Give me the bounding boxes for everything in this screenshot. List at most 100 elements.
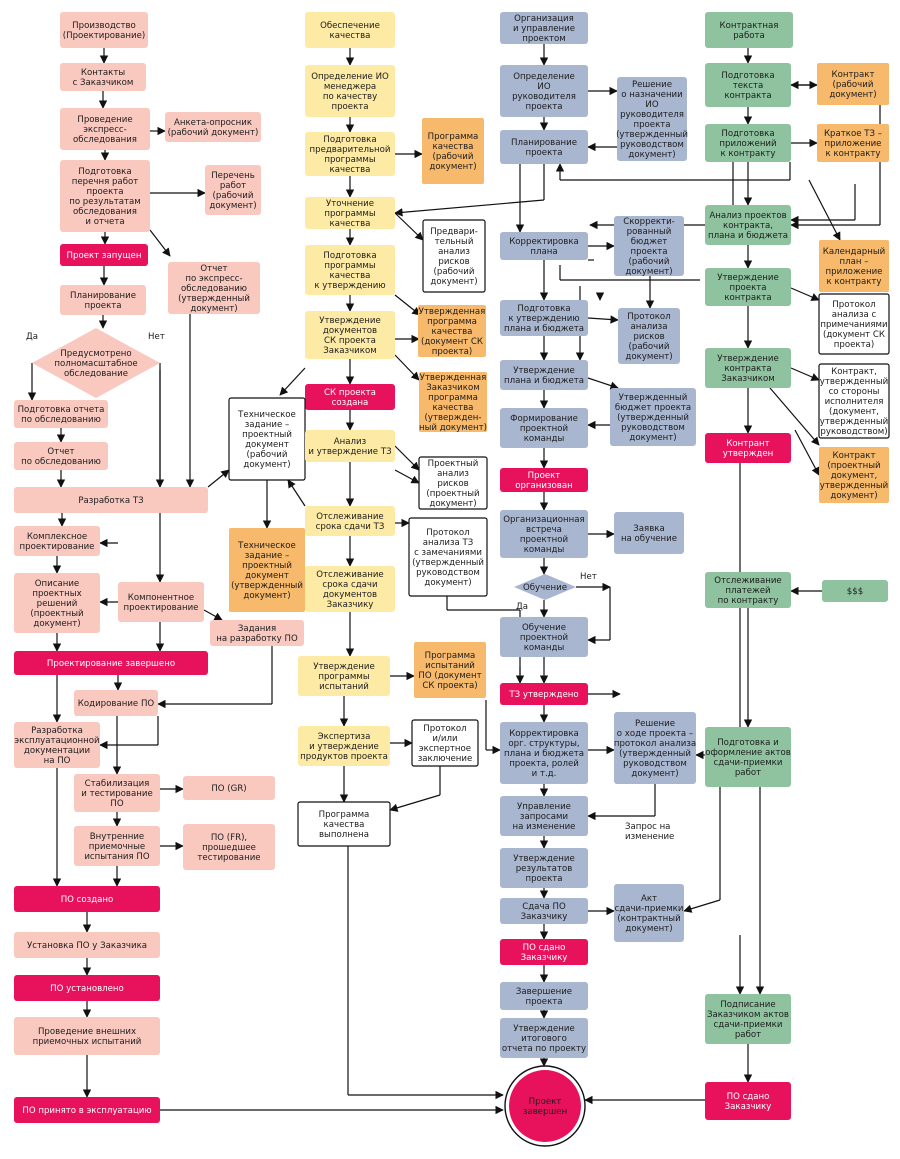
node-c15: $$$ <box>822 580 888 602</box>
node-n5-text: и отчета <box>85 217 124 227</box>
node-q12-text: (рабочий <box>247 450 288 460</box>
node-c7-text: Календарный <box>823 247 885 257</box>
node-c9-text: Протокол <box>832 300 875 310</box>
node-c8-text: контракта <box>724 293 771 303</box>
node-o9-shape <box>500 360 588 390</box>
node-n28-shape <box>14 1017 160 1055</box>
node-c11-text: (документ, <box>829 407 879 417</box>
node-o7-text: плана и бюджета <box>504 324 584 334</box>
node-n20-text: Разработка <box>31 726 83 736</box>
node-n23-text: приемочные <box>89 842 145 852</box>
node-q8-text: программа <box>427 317 477 327</box>
node-n15-text: (проектный <box>30 609 83 619</box>
node-n20-shape <box>14 722 100 768</box>
node-n22-shape <box>183 776 275 800</box>
node-o8-text: Протокол <box>627 312 670 322</box>
node-n5-text: перечня работ <box>72 177 139 187</box>
node-q19-text: испытаний <box>319 682 369 692</box>
node-o21-shape <box>500 848 588 888</box>
node-q6-text: тельный <box>435 237 474 247</box>
node-q20-shape <box>414 642 486 698</box>
connector-arrow <box>389 794 441 812</box>
node-n9-shape <box>60 285 146 315</box>
node-o19-shape <box>614 712 696 784</box>
node-n15-text: Описание <box>35 579 79 589</box>
node-n19: Кодирование ПО <box>74 690 158 716</box>
node-q9-shape <box>305 311 395 359</box>
node-n20-text: документации <box>24 746 90 756</box>
node-q14-text: (проектный <box>426 489 479 499</box>
node-c3-text: документ) <box>829 90 876 100</box>
node-o13-text: Организационная <box>503 515 584 525</box>
node-q16-shape <box>408 517 488 597</box>
node-c7-shape <box>819 240 889 292</box>
node-q9-text: Заказчиком <box>323 346 376 356</box>
node-n15-text: проектных <box>32 589 81 599</box>
node-q4-text: качества <box>433 142 474 152</box>
node-o25-text: проекта <box>525 997 562 1007</box>
node-q4-text: Программа <box>428 132 479 142</box>
node-o8-text: анализа <box>630 322 667 332</box>
node-q12-text: документ) <box>243 460 290 470</box>
edge-label-yes-training: Да <box>516 602 528 612</box>
node-c13-text: документ) <box>830 491 877 501</box>
node-q8-text: (документ СК <box>421 337 483 347</box>
node-q13-text: Анализ <box>334 437 367 447</box>
node-o21-text: результатов <box>516 864 573 874</box>
node-o14-text: Заявка <box>633 524 664 534</box>
node-c11-text: со стороны <box>829 387 880 397</box>
node-o21-text: Утверждение <box>513 854 575 864</box>
node-o13-text: команды <box>524 545 565 555</box>
node-c9-text: анализа с <box>832 310 877 320</box>
node-c12-shape <box>705 433 791 463</box>
node-n16-shape <box>118 582 204 622</box>
node-c10-text: Заказчиком <box>721 374 774 384</box>
node-o16-text: команды <box>524 643 565 653</box>
node-q18-text: Заказчику <box>327 600 374 610</box>
node-q16-text: (утвержденный <box>412 558 484 568</box>
node-n15: Описаниепроектныхрешений(проектныйдокуме… <box>14 573 100 633</box>
node-o23-shape <box>614 884 684 942</box>
node-q12-text: Техническое <box>237 410 296 420</box>
node-n28-text: приемочных испытаний <box>33 1037 142 1047</box>
node-o22-text: Заказчику <box>521 912 568 922</box>
node-q3-shape <box>305 132 395 176</box>
node-q10-text: Заказчиком <box>426 383 479 393</box>
node-q17-text: задание – <box>245 551 290 561</box>
node-c10-text: контракта <box>724 364 771 374</box>
node-q6-text: Предвари- <box>430 227 478 237</box>
node-n22: ПО (GR) <box>183 776 275 800</box>
node-q11-text: создана <box>332 398 369 408</box>
node-q3: Подготовкапредварительнойпрограммыкачест… <box>305 132 395 176</box>
node-end-text: завершен <box>523 1107 567 1117</box>
node-o3-text: руководителя <box>620 110 684 120</box>
node-o10-shape <box>610 388 696 446</box>
node-n4-shape <box>165 112 261 142</box>
